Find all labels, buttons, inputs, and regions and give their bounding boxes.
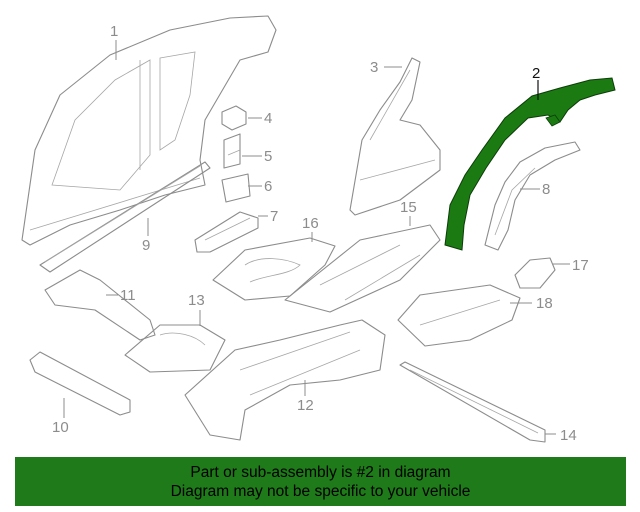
callout-11: 11 <box>120 287 136 304</box>
part-3-a-pillar[interactable] <box>349 57 441 216</box>
callout-7: 7 <box>270 208 278 225</box>
callout-12: 12 <box>297 397 314 414</box>
callout-1: 1 <box>110 23 118 40</box>
banner-line-2: Diagram may not be specific to your vehi… <box>170 482 471 500</box>
callout-10: 10 <box>52 419 69 436</box>
callout-2: 2 <box>532 65 540 82</box>
banner-line-1: Part or sub-assembly is #2 in diagram <box>190 463 451 481</box>
part-15-floor-panel[interactable] <box>284 224 441 313</box>
part-info-banner: Part or sub-assembly is #2 in diagram Di… <box>15 457 626 506</box>
callout-16: 16 <box>302 215 319 232</box>
part-13-plate[interactable] <box>124 324 226 373</box>
part-17-bracket[interactable] <box>514 257 556 289</box>
part-16-floor-pan[interactable] <box>212 237 336 301</box>
part-9-rocker-sill[interactable] <box>39 161 211 273</box>
callout-18: 18 <box>536 295 553 312</box>
callout-5: 5 <box>264 148 272 165</box>
part-5-bracket[interactable] <box>223 133 241 169</box>
callout-13: 13 <box>188 292 205 309</box>
part-10-sill-reinforcement[interactable] <box>29 351 131 416</box>
callout-leaders <box>63 40 570 435</box>
callout-15: 15 <box>400 199 417 216</box>
callout-17: 17 <box>572 257 589 274</box>
part-1-body-side-panel[interactable] <box>21 15 277 246</box>
callout-4: 4 <box>264 110 272 127</box>
part-8-pillar-reinforcement[interactable] <box>484 141 581 251</box>
callout-14: 14 <box>560 427 577 444</box>
callout-3: 3 <box>370 59 378 76</box>
callout-6: 6 <box>264 178 272 195</box>
part-14-rear-rail[interactable] <box>399 361 546 443</box>
callout-8: 8 <box>542 181 550 198</box>
callout-labels: 1 2 3 4 5 6 7 8 9 10 11 12 13 14 15 16 1… <box>52 23 589 444</box>
part-6-bracket[interactable] <box>221 173 251 203</box>
part-12-floor-tunnel[interactable] <box>184 319 386 441</box>
part-2-roof-rail-highlighted[interactable] <box>444 77 616 251</box>
part-7-bracket[interactable] <box>194 211 259 253</box>
callout-9: 9 <box>142 237 150 254</box>
part-18-rear-floor[interactable] <box>397 284 521 347</box>
part-11-crossmember[interactable] <box>44 269 156 341</box>
part-4-bracket[interactable] <box>221 105 247 131</box>
exploded-parts-diagram: 1 2 3 4 5 6 7 8 9 10 11 12 13 14 15 16 1… <box>21 15 616 444</box>
